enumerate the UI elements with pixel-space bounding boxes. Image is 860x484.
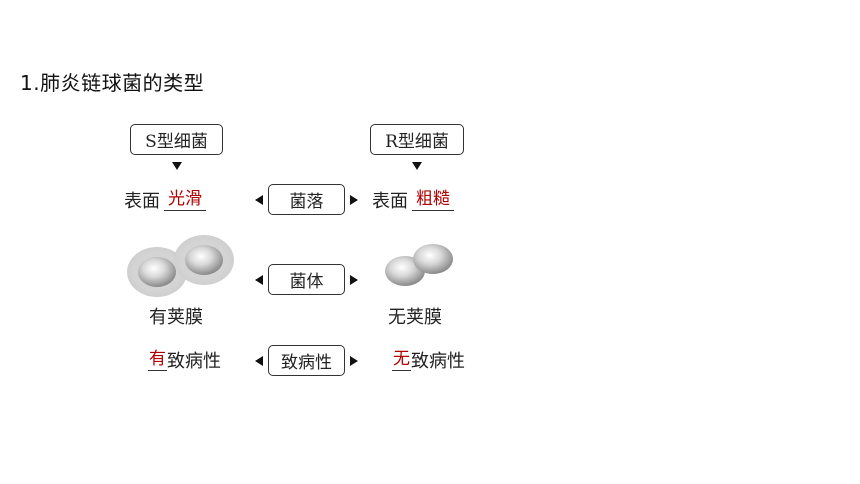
s-type-label: S型细菌: [145, 132, 208, 152]
s-type-down-arrow-icon: [172, 162, 182, 170]
r-type-virulence-answer: 无: [392, 349, 411, 371]
colony-criterion-label: 菌落: [289, 192, 324, 212]
r-type-surface: 表面 粗糙: [372, 188, 454, 212]
r-type-label: R型细菌: [385, 132, 449, 152]
s-type-virulence-suffix: 致病性: [167, 351, 221, 372]
s-type-virulence: 有 致病性: [148, 348, 221, 372]
cell-right-arrow-icon: [350, 275, 358, 285]
virulence-criterion-label: 致病性: [281, 353, 332, 373]
colony-right-arrow-icon: [350, 195, 358, 205]
r-type-surface-prefix: 表面: [372, 191, 408, 212]
s-type-surface-answer: 光滑: [164, 189, 206, 211]
cell-left-arrow-icon: [255, 275, 263, 285]
s-type-surface-prefix: 表面: [124, 191, 160, 212]
r-cell-right: [413, 244, 453, 274]
colony-left-arrow-icon: [255, 195, 263, 205]
r-type-virulence-suffix: 致病性: [411, 351, 465, 372]
r-type-capsule: 无荚膜: [388, 307, 442, 328]
s-type-box: S型细菌: [130, 124, 223, 155]
r-type-box: R型细菌: [370, 124, 464, 155]
virulence-right-arrow-icon: [350, 356, 358, 366]
virulence-left-arrow-icon: [255, 356, 263, 366]
colony-criterion-box: 菌落: [268, 184, 345, 215]
s-type-capsule: 有荚膜: [149, 307, 203, 328]
cell-criterion-label: 菌体: [289, 272, 324, 292]
cell-criterion-box: 菌体: [268, 264, 345, 295]
s-cell-core-left: [138, 257, 176, 287]
s-type-surface: 表面 光滑: [124, 188, 206, 212]
s-type-virulence-answer: 有: [148, 349, 167, 371]
r-type-down-arrow-icon: [412, 162, 422, 170]
virulence-criterion-box: 致病性: [268, 345, 345, 376]
r-type-surface-answer: 粗糙: [412, 189, 454, 211]
section-title: 1.肺炎链球菌的类型: [20, 71, 205, 95]
r-type-virulence: 无 致病性: [392, 348, 465, 372]
s-cell-core-right: [185, 245, 223, 275]
